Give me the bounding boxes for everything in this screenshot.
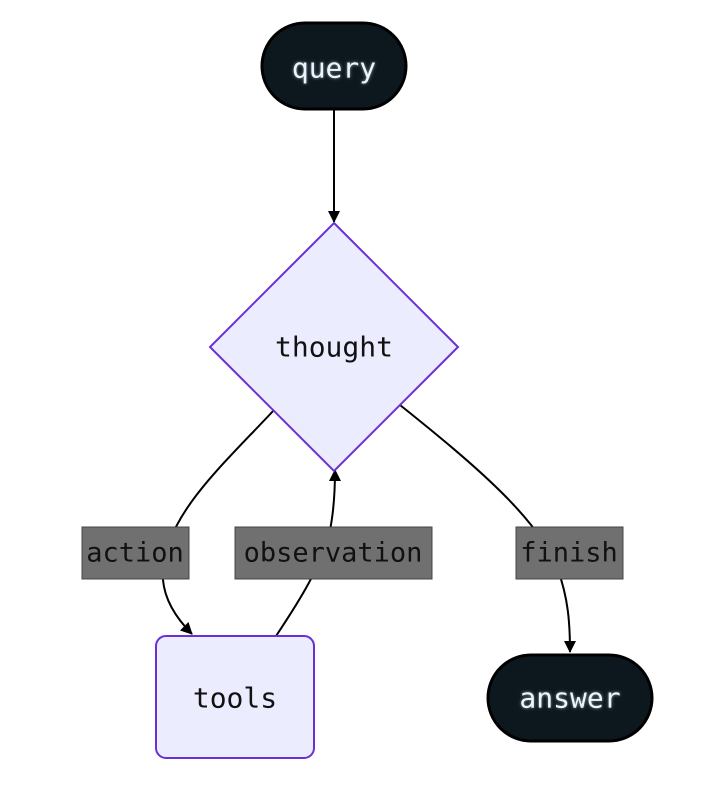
edge-label-observation-text: observation <box>244 538 423 569</box>
tools-label: tools <box>193 682 277 715</box>
edge-label-action-text: action <box>86 538 184 569</box>
query-label: query <box>292 52 376 85</box>
edge-label-observation: observation <box>234 526 433 580</box>
tools-rect-shape <box>155 635 315 759</box>
query-terminal-shape <box>260 21 408 111</box>
answer-label: answer <box>519 682 620 715</box>
thought-label: thought <box>275 331 393 364</box>
edge-label-finish: finish <box>515 526 624 580</box>
edge-label-finish-box <box>515 526 624 580</box>
thought-diamond-shape <box>208 221 460 473</box>
edge-label-action: action <box>81 526 190 580</box>
node-tools: tools <box>155 635 315 759</box>
answer-terminal-shape <box>486 653 654 743</box>
node-thought: thought <box>208 221 460 473</box>
edge-thought-to-tools <box>161 409 275 635</box>
node-answer: answer <box>486 653 654 743</box>
edge-label-observation-box <box>234 526 433 580</box>
edge-label-action-box <box>81 526 190 580</box>
edge-label-finish-text: finish <box>520 538 618 569</box>
node-query: query <box>260 21 408 111</box>
